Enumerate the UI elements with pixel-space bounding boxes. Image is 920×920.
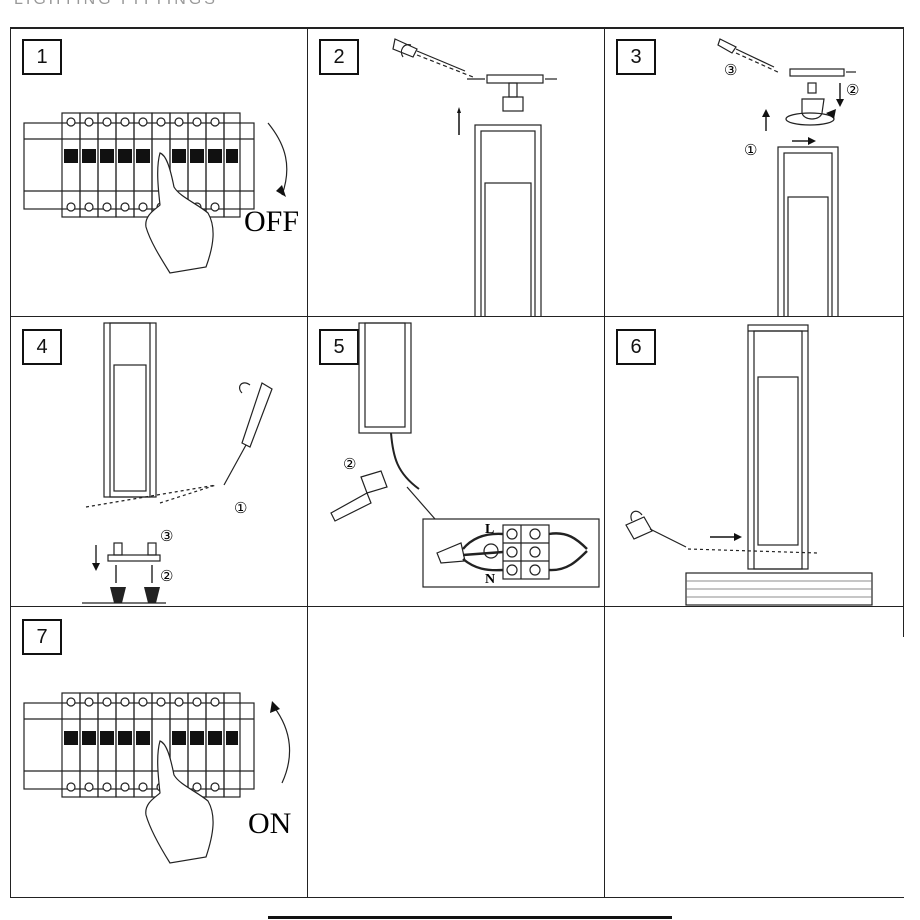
bollard-body [474,124,542,316]
instruction-grid: 1 [10,27,904,898]
step-7-number: 7 [22,619,62,655]
breaker-switches [64,149,238,163]
footer-rule [268,916,672,919]
wiring-illustration: ② L N [330,322,600,588]
breaker-panel-off-illustration: OFF [23,112,299,274]
hand-icon [145,740,214,864]
step-3-marker-2: ② [846,83,859,99]
rotate-arrow-icon [267,122,288,196]
hand-icon [145,152,214,274]
step-5-marker-2: ② [343,457,356,473]
step-5-number: 5 [319,329,359,365]
breaker-switches [64,731,238,745]
grid-row-line-2 [10,606,904,607]
bollard-body [103,322,157,498]
off-label: OFF [244,205,299,238]
step-7-panel: 7 [10,607,307,897]
bollard-body [358,322,412,434]
grid-bottom-line [10,897,904,898]
mounting-plate [107,554,161,562]
remove-lamp-illustration: ③ ② ① [717,38,859,316]
grid-right-line [903,27,904,637]
empty-panel-8 [307,607,604,897]
breaker-modules [61,112,241,218]
step-2-panel: 2 [307,27,604,316]
grid-top-line [10,27,904,29]
connector-block [360,470,388,494]
breaker-panel-on-illustration: ON [23,692,291,864]
grid-row-line-1 [10,316,904,317]
grid-col-line-2 [604,27,605,898]
fixing-plate [789,68,845,77]
earth-icon [483,543,499,559]
screwdriver-icon [625,516,653,540]
bollard-body [747,324,809,570]
step-1-number: 1 [22,39,62,75]
step-3-number: 3 [616,39,656,75]
step-4-panel: 4 ① [10,317,307,606]
step-3-marker-3: ③ [724,63,737,79]
step-3-marker-1: ① [744,143,757,159]
step-4-number: 4 [22,329,62,365]
reassemble-illustration [625,324,873,606]
on-label: ON [248,807,291,840]
screwdriver-icon [392,38,418,58]
step-4-marker-2: ② [160,569,173,585]
grid-col-line-1 [307,27,308,898]
neutral-terminal-label: N [485,572,495,587]
empty-panel-9 [604,607,904,897]
live-terminal-label: L [485,522,494,537]
remove-head-illustration [392,38,557,316]
step-1-panel: 1 [10,27,307,316]
screwdriver-icon [717,38,737,54]
step-6-panel: 6 [604,317,904,606]
step-2-number: 2 [319,39,359,75]
fix-base-illustration: ① ③ ② [82,322,273,604]
grid-left-line [10,27,11,898]
lamp-holder [801,98,825,120]
rotate-arrow-icon [273,706,291,784]
screwdriver-icon [241,382,273,448]
step-4-marker-3: ③ [160,529,173,545]
step-6-number: 6 [616,329,656,365]
step-5-panel: 5 [307,317,604,606]
step-3-panel: 3 [604,27,904,316]
bollard-body [777,146,839,316]
step-4-marker-1: ① [234,501,247,517]
fixing-plate [486,74,544,84]
terminal-detail-box [422,518,600,588]
header-fragment: LIGHTING FITTINGS [14,0,218,9]
